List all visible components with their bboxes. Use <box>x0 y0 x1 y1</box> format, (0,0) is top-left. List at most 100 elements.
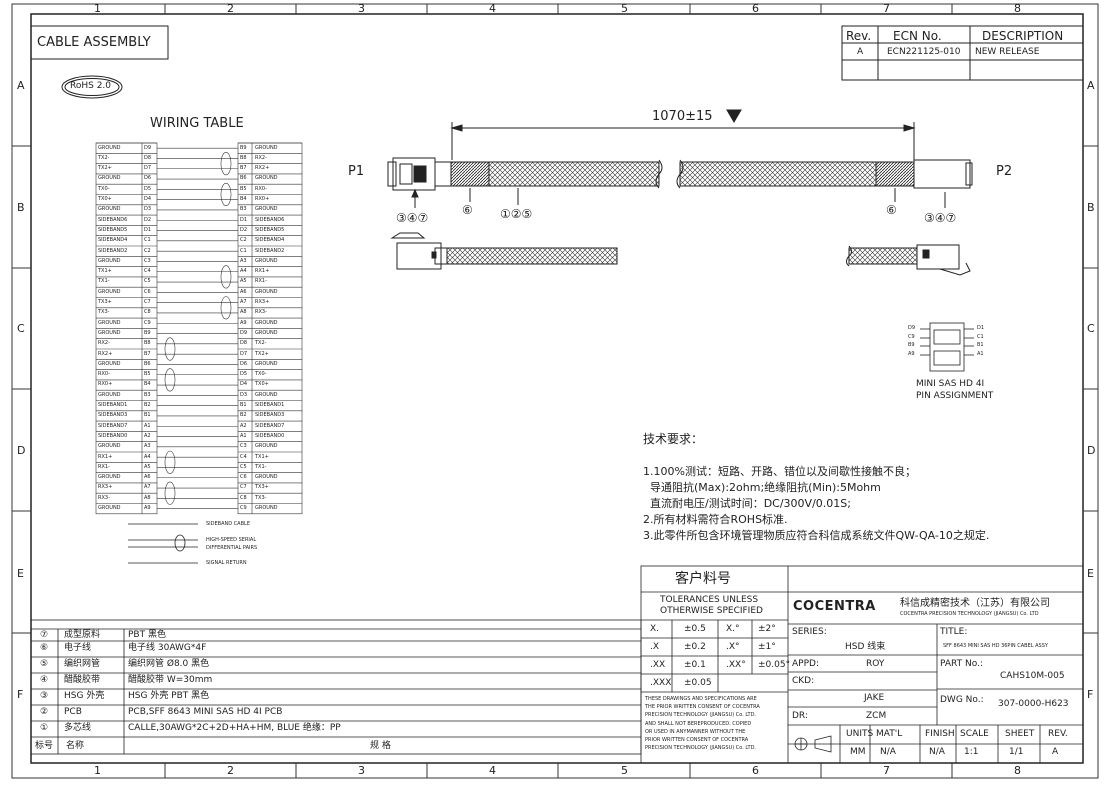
description-header: DESCRIPTION <box>982 29 1064 43</box>
wiring-right-signal: GROUND <box>255 144 278 151</box>
row-letter-left: C <box>17 322 25 335</box>
wiring-right-signal: SIDEBAND6 <box>255 216 285 223</box>
col-number-bottom: 3 <box>358 764 365 777</box>
bom-item-spec: PBT 黑色 <box>128 630 166 640</box>
wiring-left-signal: RX0+ <box>98 381 113 388</box>
wiring-right-pin: D4 <box>240 381 248 388</box>
tolerance-cell: X.° <box>726 624 740 634</box>
ecn-header: ECN No. <box>893 29 942 43</box>
company-name-cn: 科信成精密技术（江苏）有限公司 <box>900 598 1050 609</box>
wiring-left-signal: SIDEBAND3 <box>98 412 128 419</box>
wiring-left-pin: B7 <box>144 350 151 357</box>
wiring-left-pin: C1 <box>144 237 151 244</box>
bom-item-number: ③ <box>40 691 49 701</box>
p2-label: P2 <box>996 164 1013 179</box>
wiring-right-pin: D3 <box>240 391 248 398</box>
wiring-left-signal: GROUND <box>98 288 121 295</box>
bom-item-name: 多芯线 <box>64 723 92 733</box>
notice-line: AND SHALL NOT BEREPRODUCED. COPIED <box>645 720 752 727</box>
pin-c1: C1 <box>977 334 984 340</box>
wiring-right-pin: C4 <box>240 453 247 460</box>
ecn-value: ECN221125-010 <box>887 47 961 57</box>
bom-item-spec: HSG 外壳 PBT 黑色 <box>128 691 210 701</box>
row-letter-left: F <box>17 688 24 701</box>
wiring-left-signal: SIDEBAND0 <box>98 432 128 439</box>
wiring-table-title: WIRING TABLE <box>150 116 244 131</box>
wiring-right-pin: B9 <box>240 144 247 151</box>
wiring-left-pin: A9 <box>144 505 151 511</box>
tolerance-title-1: TOLERANCES UNLESS <box>660 595 759 605</box>
pin-a1: A1 <box>977 351 984 357</box>
wiring-right-pin: C7 <box>240 484 247 491</box>
dr-value: ZCM <box>866 711 887 721</box>
wiring-right-pin: B2 <box>240 412 247 419</box>
wiring-left-pin: D6 <box>144 175 152 182</box>
tolerance-cell: ±0.2 <box>684 642 706 652</box>
bom-item-name: 醋酸胶带 <box>64 675 101 685</box>
bom-item-name: PCB <box>64 707 82 717</box>
tolerance-cell: ±0.1 <box>684 660 706 670</box>
wiring-right-pin: A5 <box>240 278 247 285</box>
wiring-left-signal: RX1- <box>98 463 110 470</box>
legend-sideband: SIDEBAND CABLE <box>206 521 250 527</box>
bom-item-name: 电子线 <box>64 643 92 653</box>
bom-item-number: ⑦ <box>40 630 49 640</box>
wiring-right-signal: TX2- <box>255 340 267 347</box>
wiring-left-signal: RX2+ <box>98 350 113 357</box>
wiring-right-pin: B6 <box>240 175 247 182</box>
tolerance-cell: .XX° <box>726 660 746 670</box>
rohs-badge: RoHS 2.0 <box>70 81 112 91</box>
wiring-right-pin: B8 <box>240 154 247 161</box>
bottom-header: SHEET <box>1005 729 1035 739</box>
tech-req-line2: 导通阻抗(Max):2ohm;绝缘阻抗(Min):5Mohm <box>643 481 881 494</box>
wiring-right-signal: SIDEBAND1 <box>255 402 285 408</box>
wiring-left-signal: SIDEBAND4 <box>98 237 128 244</box>
wiring-right-signal: SIDEBAND5 <box>255 226 285 233</box>
wiring-right-pin: A9 <box>240 319 247 326</box>
wiring-left-pin: A3 <box>144 443 151 450</box>
pin-caption-line2: PIN ASSIGNMENT <box>916 391 994 401</box>
wiring-right-signal: TX0- <box>255 371 267 378</box>
wiring-right-signal: SIDEBAND0 <box>255 432 285 439</box>
rev-header: Rev. <box>846 29 872 43</box>
wiring-right-pin: B4 <box>240 196 247 202</box>
wiring-right-pin: C9 <box>240 505 247 511</box>
bom-item-number: ④ <box>40 675 49 685</box>
wiring-right-pin: C8 <box>240 494 247 501</box>
wiring-right-signal: TX1- <box>255 463 267 470</box>
legend-high-speed: HIGH-SPEED SERIAL <box>206 537 257 543</box>
wiring-left-signal: TX3- <box>98 309 110 316</box>
bottom-header: SCALE <box>960 729 989 739</box>
dr-label: DR: <box>792 711 808 721</box>
wiring-left-signal: RX2- <box>98 340 110 347</box>
wiring-right-pin: C2 <box>240 237 247 244</box>
tolerance-cell: .XX <box>650 660 666 670</box>
col-number-bottom: 6 <box>752 764 759 777</box>
bom-item-name: 编织网管 <box>64 659 101 669</box>
p1-label: P1 <box>348 164 365 179</box>
wiring-left-pin: B2 <box>144 402 151 408</box>
wiring-left-pin: A7 <box>144 484 151 491</box>
bottom-value: 1:1 <box>964 747 979 757</box>
wiring-right-signal: RX1+ <box>255 268 270 275</box>
series-value: HSD 线束 <box>845 642 886 652</box>
wiring-left-pin: B3 <box>144 391 151 398</box>
bottom-header: MAT'L <box>876 729 903 739</box>
wiring-left-pin: D2 <box>144 216 152 223</box>
series-label: SERIES: <box>792 627 827 637</box>
bottom-value: N/A <box>929 747 945 757</box>
wiring-right-signal: GROUND <box>255 319 278 326</box>
bottom-value: N/A <box>880 747 896 757</box>
tolerance-cell: .XXX <box>650 678 672 688</box>
wiring-left-pin: A5 <box>144 463 151 470</box>
wiring-right-signal: GROUND <box>255 474 278 481</box>
appd-value: ROY <box>866 659 885 669</box>
row-letter-left: E <box>17 567 24 580</box>
col-number-bottom: 8 <box>1014 764 1021 777</box>
wiring-left-pin: A8 <box>144 494 151 501</box>
wiring-left-signal: GROUND <box>98 257 121 264</box>
wiring-right-signal: SIDEBAND4 <box>255 237 285 244</box>
wiring-left-signal: SIDEBAND2 <box>98 247 128 254</box>
title-label: TITLE: <box>940 627 968 637</box>
